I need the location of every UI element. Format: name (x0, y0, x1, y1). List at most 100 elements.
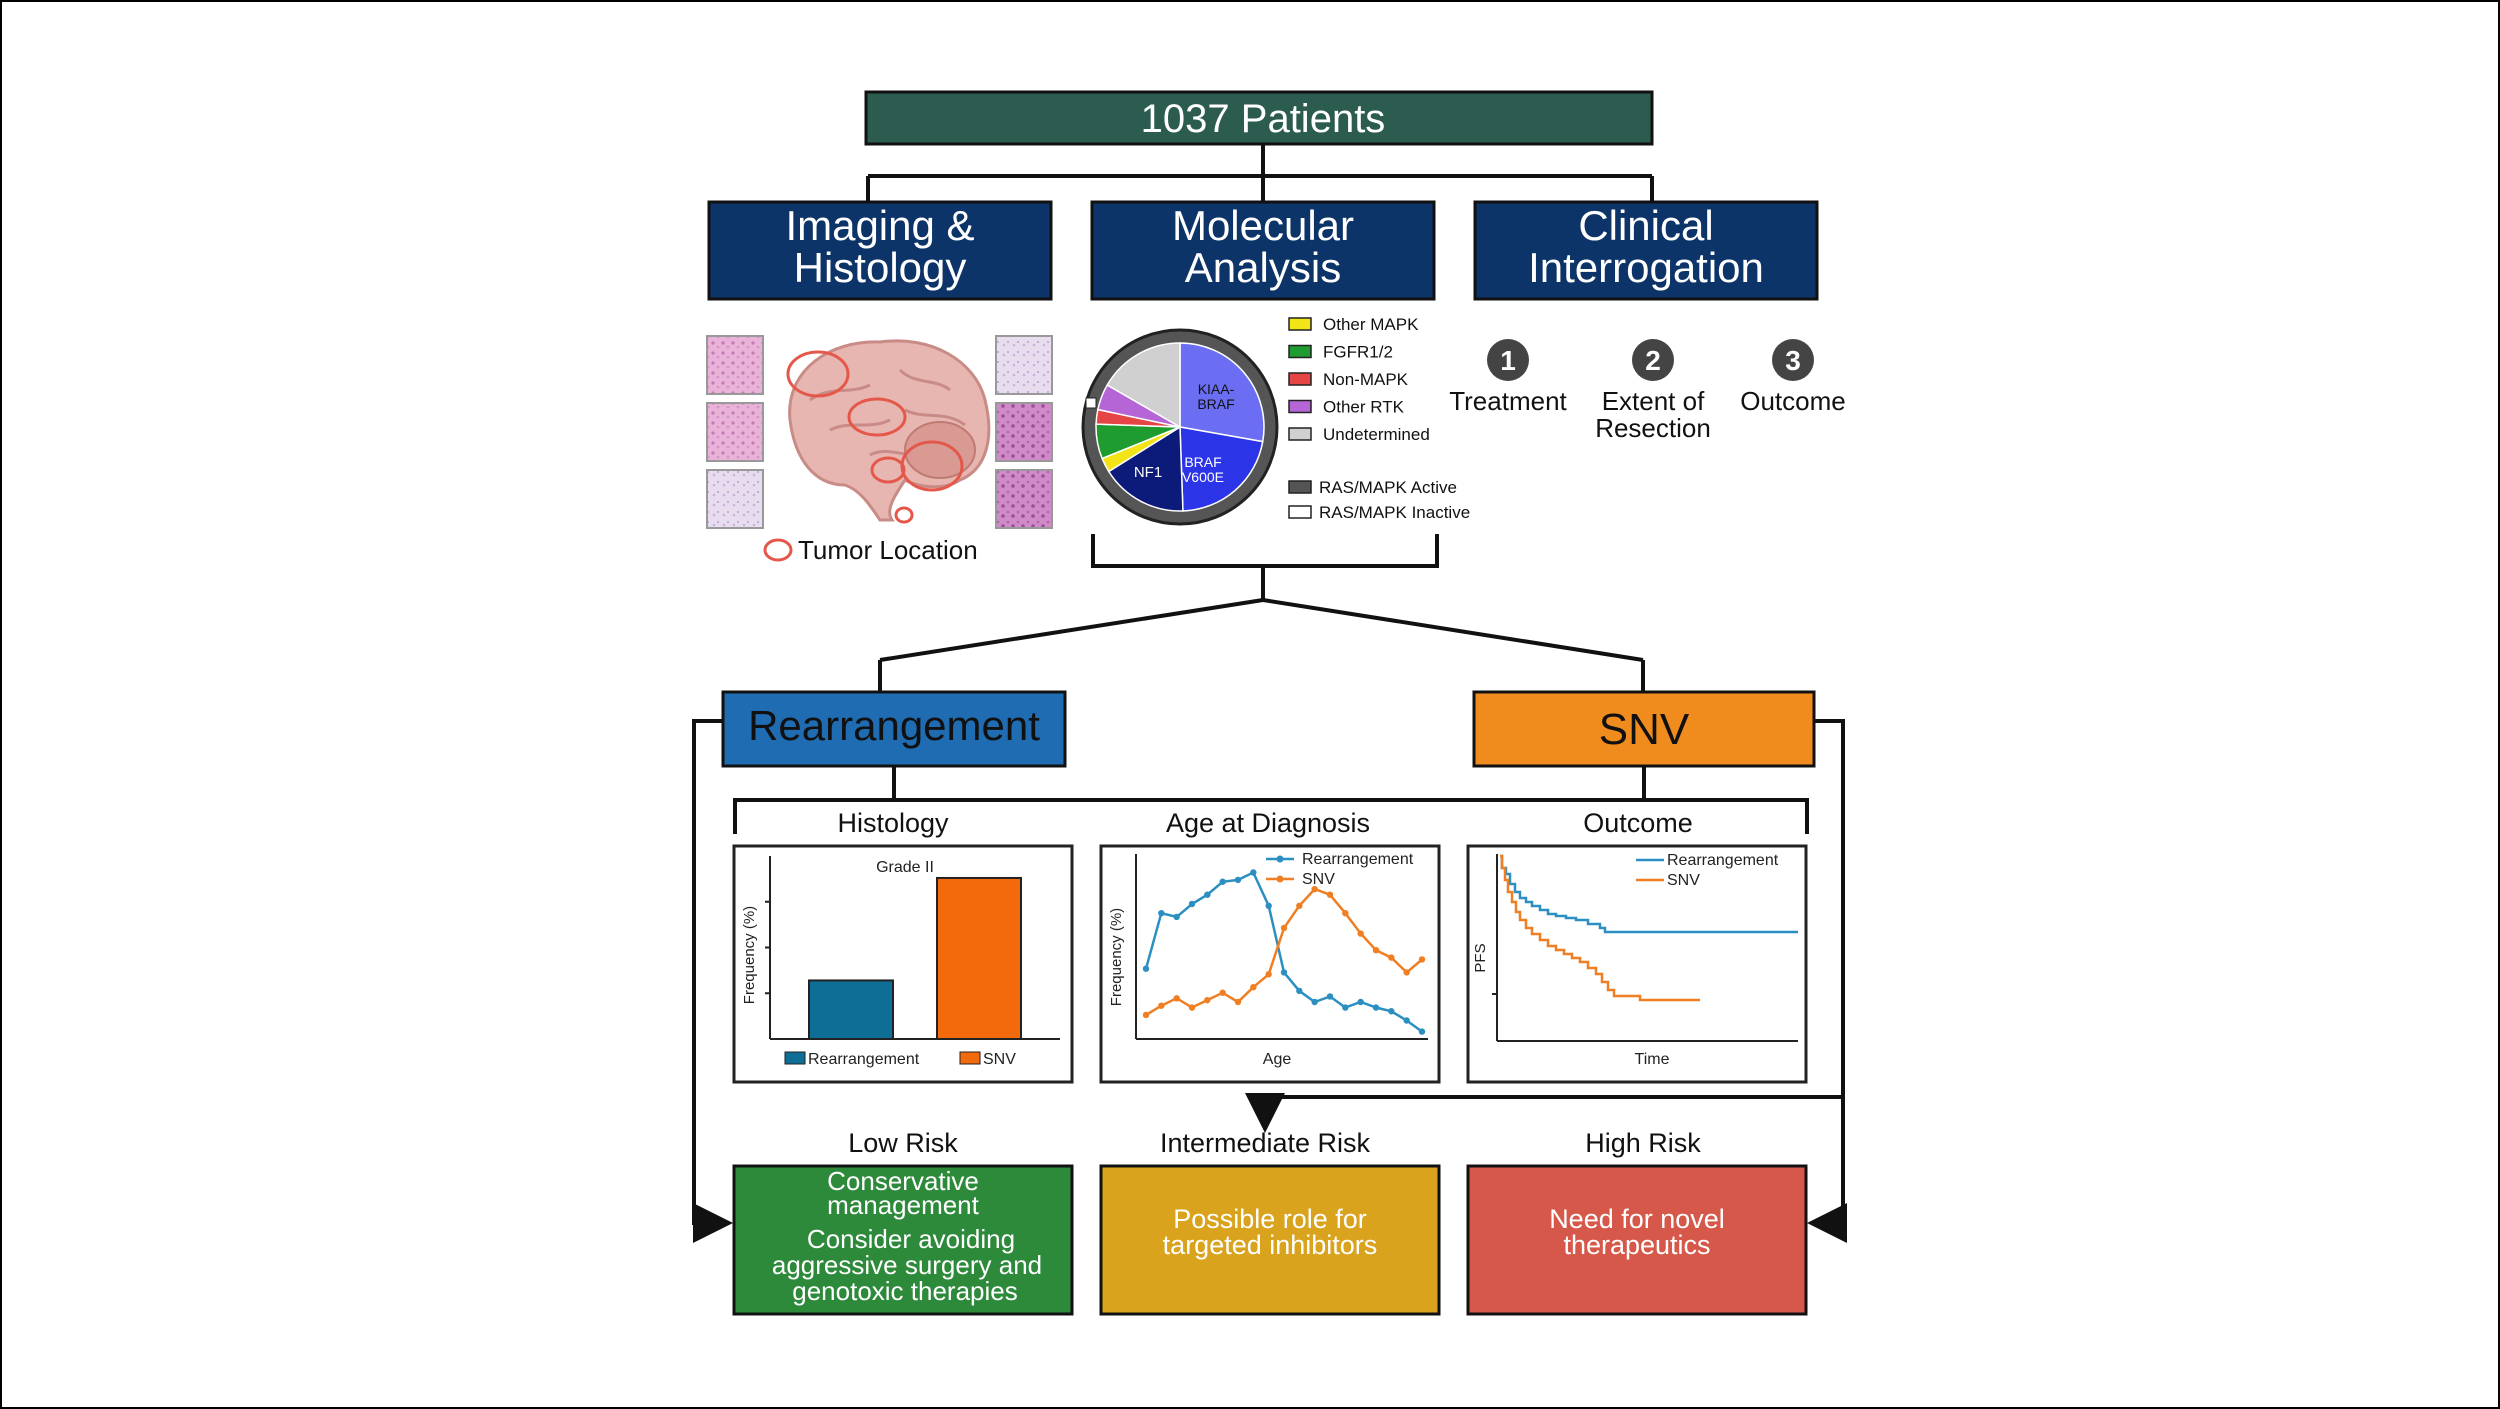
age-legend-label-0: Rearrangement (1302, 851, 1414, 868)
low-risk-line3: Consider avoiding (807, 1224, 1015, 1254)
age-point-1-3 (1188, 1004, 1196, 1011)
outcome-chart-frame (1466, 844, 1808, 1084)
molecular-bracket (878, 534, 1645, 692)
age-point-1-8 (1265, 971, 1272, 978)
panel-title-age: Age at Diagnosis (1166, 808, 1370, 838)
rearrangement-label: Rearrangement (748, 702, 1040, 749)
age-point-0-5 (1219, 878, 1226, 885)
age-legend-marker-0 (1276, 855, 1284, 863)
risk-label-intermediate: Intermediate Risk (1160, 1128, 1371, 1158)
age-point-0-10 (1296, 987, 1303, 995)
pfs-curve-0 (1500, 854, 1798, 934)
legend-swatch-4 (1288, 427, 1312, 441)
clinical-number-1: 1 (1500, 345, 1516, 376)
bar-rearrangement (808, 979, 894, 1041)
age-point-0-4 (1204, 891, 1211, 898)
age-point-0-6 (1234, 876, 1242, 884)
pie-inactive-marker (1085, 397, 1097, 409)
clinical-number-3: 3 (1785, 345, 1801, 376)
pfs-x-label: Time (1635, 1051, 1670, 1068)
pie-label-kiaa-line2: BRAF (1197, 396, 1234, 412)
low-risk-line1: Conservative (827, 1166, 979, 1196)
patients-label: 1037 Patients (1141, 97, 1386, 141)
group-connectors (692, 719, 1847, 1243)
age-point-0-9 (1280, 969, 1288, 976)
pie-label-kiaa-line1: KIAA- (1198, 381, 1235, 397)
age-point-0-14 (1357, 998, 1364, 1006)
bar-y-label: Frequency (%) (741, 906, 758, 1004)
patients-box (864, 90, 1654, 146)
age-point-1-11 (1311, 885, 1318, 893)
bar-legend-swatch-1 (959, 1051, 981, 1065)
age-point-0-0 (1142, 965, 1150, 972)
pie-label-braf-line1: BRAF (1184, 454, 1221, 470)
clinical-label-3-line1: Outcome (1740, 386, 1846, 416)
pie-slice-undetermined (1106, 342, 1181, 429)
age-point-1-15 (1372, 947, 1380, 954)
age-point-1-17 (1403, 969, 1410, 976)
intermediate-risk-text: Possible role for targeted inhibitors (1163, 1204, 1378, 1260)
age-point-0-12 (1326, 993, 1334, 1000)
bar-legend-swatch-0 (784, 1051, 806, 1065)
clinical-number-2: 2 (1645, 345, 1661, 376)
age-point-0-2 (1173, 913, 1180, 921)
high-risk-line1: Need for novel (1549, 1204, 1725, 1234)
clinical-label-1-line1: Treatment (1449, 386, 1567, 416)
category-molecular: Molecular Analysis (1090, 200, 1436, 301)
category-clinical-line2: Interrogation (1528, 244, 1764, 291)
age-point-1-0 (1142, 1011, 1150, 1019)
pie-label-nf1: NF1 (1134, 464, 1162, 481)
age-point-1-10 (1296, 902, 1303, 909)
panel-title-outcome: Outcome (1583, 808, 1693, 838)
tumor-location-circles (786, 350, 964, 524)
risk-label-high: High Risk (1585, 1128, 1701, 1158)
high-risk-text: Need for novel therapeutics (1549, 1204, 1725, 1260)
legend-label-2: Non-MAPK (1323, 370, 1409, 389)
tumor-location-legend-icon (763, 538, 793, 562)
age-legend-marker-1 (1276, 875, 1284, 883)
panel-title-histology: Histology (837, 808, 949, 838)
age-point-1-13 (1342, 910, 1349, 917)
age-point-0-8 (1265, 902, 1272, 909)
clinical-label-2-line1: Extent of (1602, 386, 1705, 416)
histology-slides-right (995, 335, 1053, 529)
bar-snv (936, 876, 1022, 1041)
pfs-curve-1 (1500, 854, 1700, 1002)
age-legend-label-1: SNV (1302, 871, 1335, 888)
category-imaging: Imaging & Histology (707, 200, 1053, 301)
age-point-1-6 (1234, 998, 1242, 1006)
category-imaging-line1: Imaging & (785, 202, 974, 249)
age-point-0-17 (1403, 1017, 1410, 1024)
category-molecular-line1: Molecular (1172, 202, 1354, 249)
low-risk-line2: management (827, 1190, 980, 1220)
age-point-1-2 (1173, 995, 1180, 1002)
low-risk-box (732, 1164, 1074, 1316)
top-connectors (866, 144, 1654, 202)
age-point-1-7 (1250, 984, 1257, 991)
legend-swatch-0 (1288, 317, 1312, 331)
legend-label-3: Other RTK (1323, 398, 1405, 417)
age-point-1-1 (1158, 1002, 1165, 1009)
pie-slices (1085, 342, 1265, 512)
legend-activity-swatch-0 (1288, 480, 1312, 494)
legend-swatch-2 (1288, 372, 1312, 386)
legend-swatch-3 (1288, 399, 1312, 414)
high-risk-box (1466, 1164, 1808, 1316)
legend-activity-label-0: RAS/MAPK Active (1319, 478, 1457, 497)
age-point-0-11 (1311, 998, 1318, 1006)
pie-slice-nf1 (1107, 425, 1184, 512)
pie-slice-kiaa-braf (1179, 342, 1265, 443)
age-point-1-16 (1388, 954, 1395, 961)
legend-activity-swatch-1 (1288, 505, 1312, 519)
histology-slides-left (706, 335, 764, 529)
pfs-y-label: PFS (1472, 943, 1489, 972)
age-point-1-18 (1418, 956, 1426, 963)
age-point-1-5 (1219, 989, 1226, 996)
clinical-number-badge-2 (1632, 339, 1674, 381)
legend-swatch-1 (1288, 344, 1312, 359)
